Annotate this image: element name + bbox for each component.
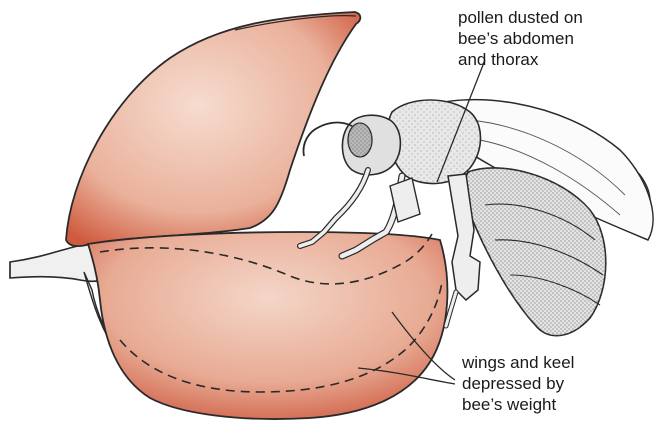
wings-label-line-3: bee’s weight bbox=[462, 394, 574, 415]
wing-keel-petal bbox=[88, 232, 447, 419]
pollen-label-line-1: pollen dusted on bbox=[458, 7, 583, 28]
pollen-label-line-3: and thorax bbox=[458, 49, 583, 70]
wings-label: wings and keel depressed by bee’s weight bbox=[462, 352, 574, 415]
pollen-label: pollen dusted on bee’s abdomen and thora… bbox=[458, 7, 583, 70]
pollen-label-line-2: bee’s abdomen bbox=[458, 28, 583, 49]
wings-label-line-1: wings and keel bbox=[462, 352, 574, 373]
wings-label-line-2: depressed by bbox=[462, 373, 574, 394]
